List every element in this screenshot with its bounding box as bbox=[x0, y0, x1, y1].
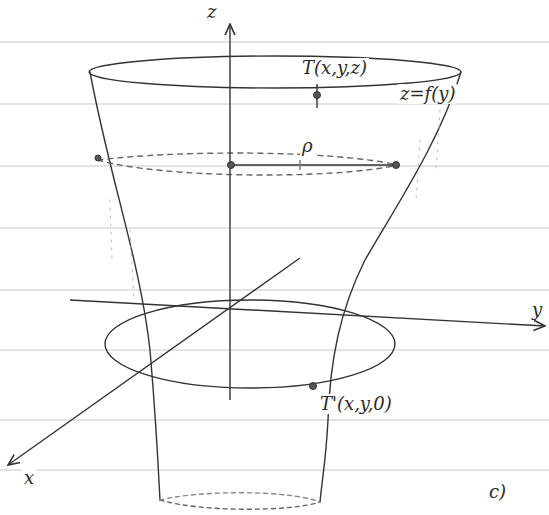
point-label: T(x,y,z) bbox=[300, 58, 369, 78]
points bbox=[95, 92, 400, 390]
point-label: T'(x,y,0) bbox=[318, 394, 394, 414]
axis-label: x bbox=[22, 468, 36, 488]
ruled-paper-lines bbox=[0, 42, 549, 470]
radius-label: ρ bbox=[300, 136, 315, 156]
axis-label: z bbox=[205, 2, 218, 22]
subfigure-label: c) bbox=[487, 482, 508, 502]
coordinate-axes bbox=[8, 24, 545, 465]
curve-label: z=f(y) bbox=[398, 84, 457, 104]
surface-outline bbox=[89, 56, 461, 509]
axis-label: y bbox=[530, 300, 544, 320]
